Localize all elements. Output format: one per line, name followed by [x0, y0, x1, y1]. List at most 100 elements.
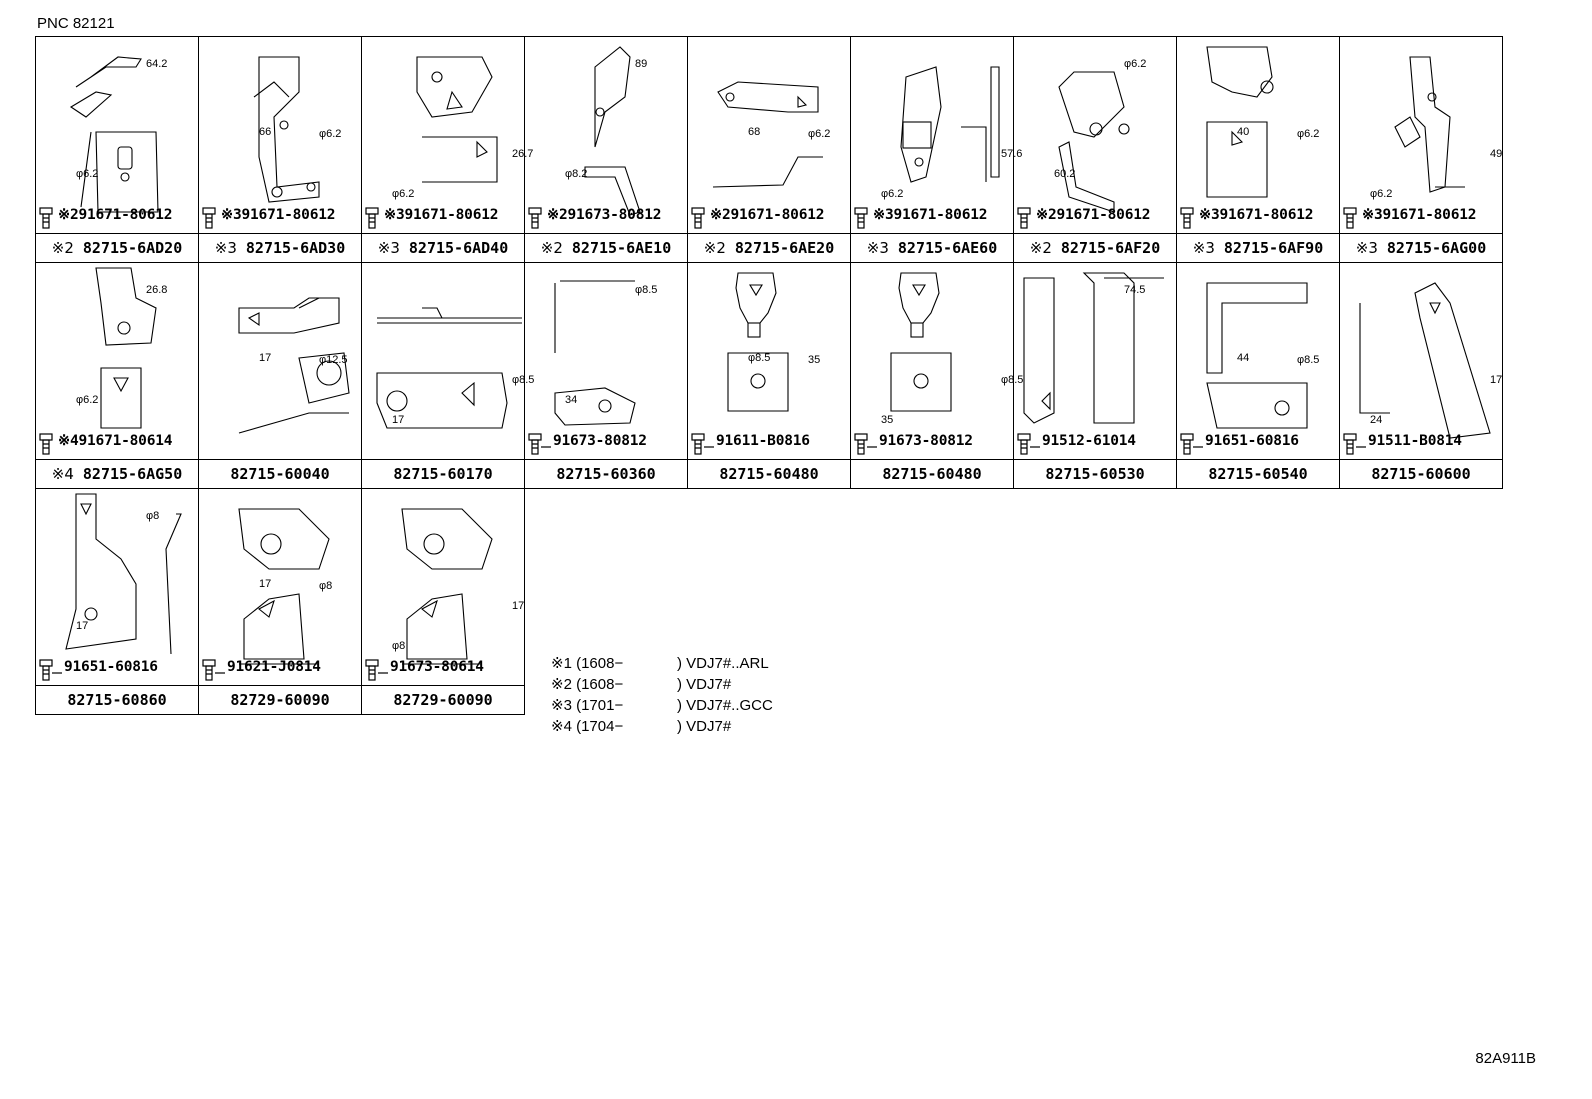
- part-number[interactable]: 82729-60090: [199, 686, 361, 714]
- applicability-mark: ※3: [1355, 239, 1378, 257]
- dimension-label: φ8: [146, 510, 159, 522]
- part-number-text: 82715-60540: [1208, 465, 1308, 483]
- part-number[interactable]: ※2 82715-6AE20: [688, 234, 850, 262]
- bolt-number[interactable]: ※391671-80612: [1362, 207, 1477, 223]
- part-number[interactable]: 82715-60860: [36, 686, 198, 714]
- part-number[interactable]: ※2 82715-6AF20: [1014, 234, 1176, 262]
- part-cell[interactable]: 17 φ12.5 82715-60040: [198, 262, 362, 489]
- bolt-number[interactable]: 91673-80812: [879, 433, 973, 449]
- part-number[interactable]: ※3 82715-6AD30: [199, 234, 361, 262]
- bolt-number[interactable]: 91651-60816: [64, 659, 158, 675]
- part-number[interactable]: ※2 82715-6AD20: [36, 234, 198, 262]
- dimension-label: 66: [259, 126, 271, 138]
- part-number[interactable]: ※2 82715-6AE10: [525, 234, 687, 262]
- bolt-number[interactable]: ※391671-80612: [221, 207, 336, 223]
- part-number[interactable]: ※3 82715-6AD40: [362, 234, 524, 262]
- note-value: ) VDJ7#..GCC: [677, 697, 773, 714]
- part-number-text: 82715-60600: [1371, 465, 1471, 483]
- dimension-label: φ12.5: [319, 354, 348, 366]
- part-number[interactable]: 82729-60090: [362, 686, 524, 714]
- bolt-number[interactable]: ※491671-80614: [58, 433, 173, 449]
- part-number[interactable]: 82715-60360: [525, 460, 687, 488]
- part-number[interactable]: 82715-60170: [362, 460, 524, 488]
- part-number[interactable]: 82715-60530: [1014, 460, 1176, 488]
- part-number[interactable]: ※3 82715-6AE60: [851, 234, 1013, 262]
- part-number[interactable]: 82715-60480: [851, 460, 1013, 488]
- bolt-number[interactable]: ※391671-80612: [1199, 207, 1314, 223]
- bolt-number[interactable]: 91651-60816: [1205, 433, 1299, 449]
- bolt-number[interactable]: 91673-80614: [390, 659, 484, 675]
- applicability-mark: ※2: [1029, 239, 1052, 257]
- bracket-drawing: φ6.249: [1370, 56, 1502, 200]
- dimension-label: φ6.2: [392, 188, 414, 200]
- bolt-icon: [528, 433, 551, 455]
- bolt-number[interactable]: ※291671-80612: [1036, 207, 1151, 223]
- part-number[interactable]: ※3 82715-6AF90: [1177, 234, 1339, 262]
- part-number-text: 82715-6AD20: [82, 239, 183, 257]
- dimension-label: 17: [259, 352, 271, 364]
- bolt-callout: ※391671-80612: [853, 207, 1013, 229]
- part-number[interactable]: ※3 82715-6AG00: [1340, 234, 1502, 262]
- bolt-number[interactable]: ※391671-80612: [873, 207, 988, 223]
- bolt-number[interactable]: ※291671-80612: [58, 207, 173, 223]
- part-number-text: 82715-60480: [719, 465, 819, 483]
- dimension-label: φ6.2: [76, 168, 98, 180]
- dimension-label: φ6.2: [881, 188, 903, 200]
- part-number[interactable]: ※4 82715-6AG50: [36, 460, 198, 488]
- dimension-label: φ8.5: [512, 374, 534, 386]
- bolt-number[interactable]: ※291673-80812: [547, 207, 662, 223]
- bolt-number[interactable]: ※291671-80612: [710, 207, 825, 223]
- note-line: ※2 (1608−) VDJ7#: [551, 674, 773, 695]
- bolt-number[interactable]: ※391671-80612: [384, 207, 499, 223]
- bolt-number[interactable]: 91673-80812: [553, 433, 647, 449]
- bolt-callout: 91511-B0814: [1342, 433, 1502, 455]
- part-number-text: 82715-60360: [556, 465, 656, 483]
- part-number-text: 82715-60480: [882, 465, 982, 483]
- bracket-drawing: φ8.517: [376, 307, 534, 429]
- bolt-number[interactable]: 91511-B0814: [1368, 433, 1462, 449]
- part-number[interactable]: 82715-60540: [1177, 460, 1339, 488]
- part-number[interactable]: 82715-60600: [1340, 460, 1502, 488]
- bolt-number[interactable]: 91621-J0814: [227, 659, 321, 675]
- bracket-drawing: 17 φ12.5: [238, 297, 350, 434]
- bolt-number[interactable]: 91512-61014: [1042, 433, 1136, 449]
- part-number-text: 82715-6AG00: [1386, 239, 1487, 257]
- dimension-label: 17: [1490, 374, 1502, 386]
- applicability-notes: ※1 (1608−) VDJ7#..ARL※2 (1608−) VDJ7#※3 …: [551, 653, 773, 737]
- bolt-icon: [39, 207, 53, 229]
- bolt-icon: [365, 659, 388, 681]
- dimension-label: 35: [881, 414, 893, 426]
- part-number[interactable]: 82715-60480: [688, 460, 850, 488]
- bolt-number[interactable]: 91611-B0816: [716, 433, 810, 449]
- part-number[interactable]: 82715-60040: [199, 460, 361, 488]
